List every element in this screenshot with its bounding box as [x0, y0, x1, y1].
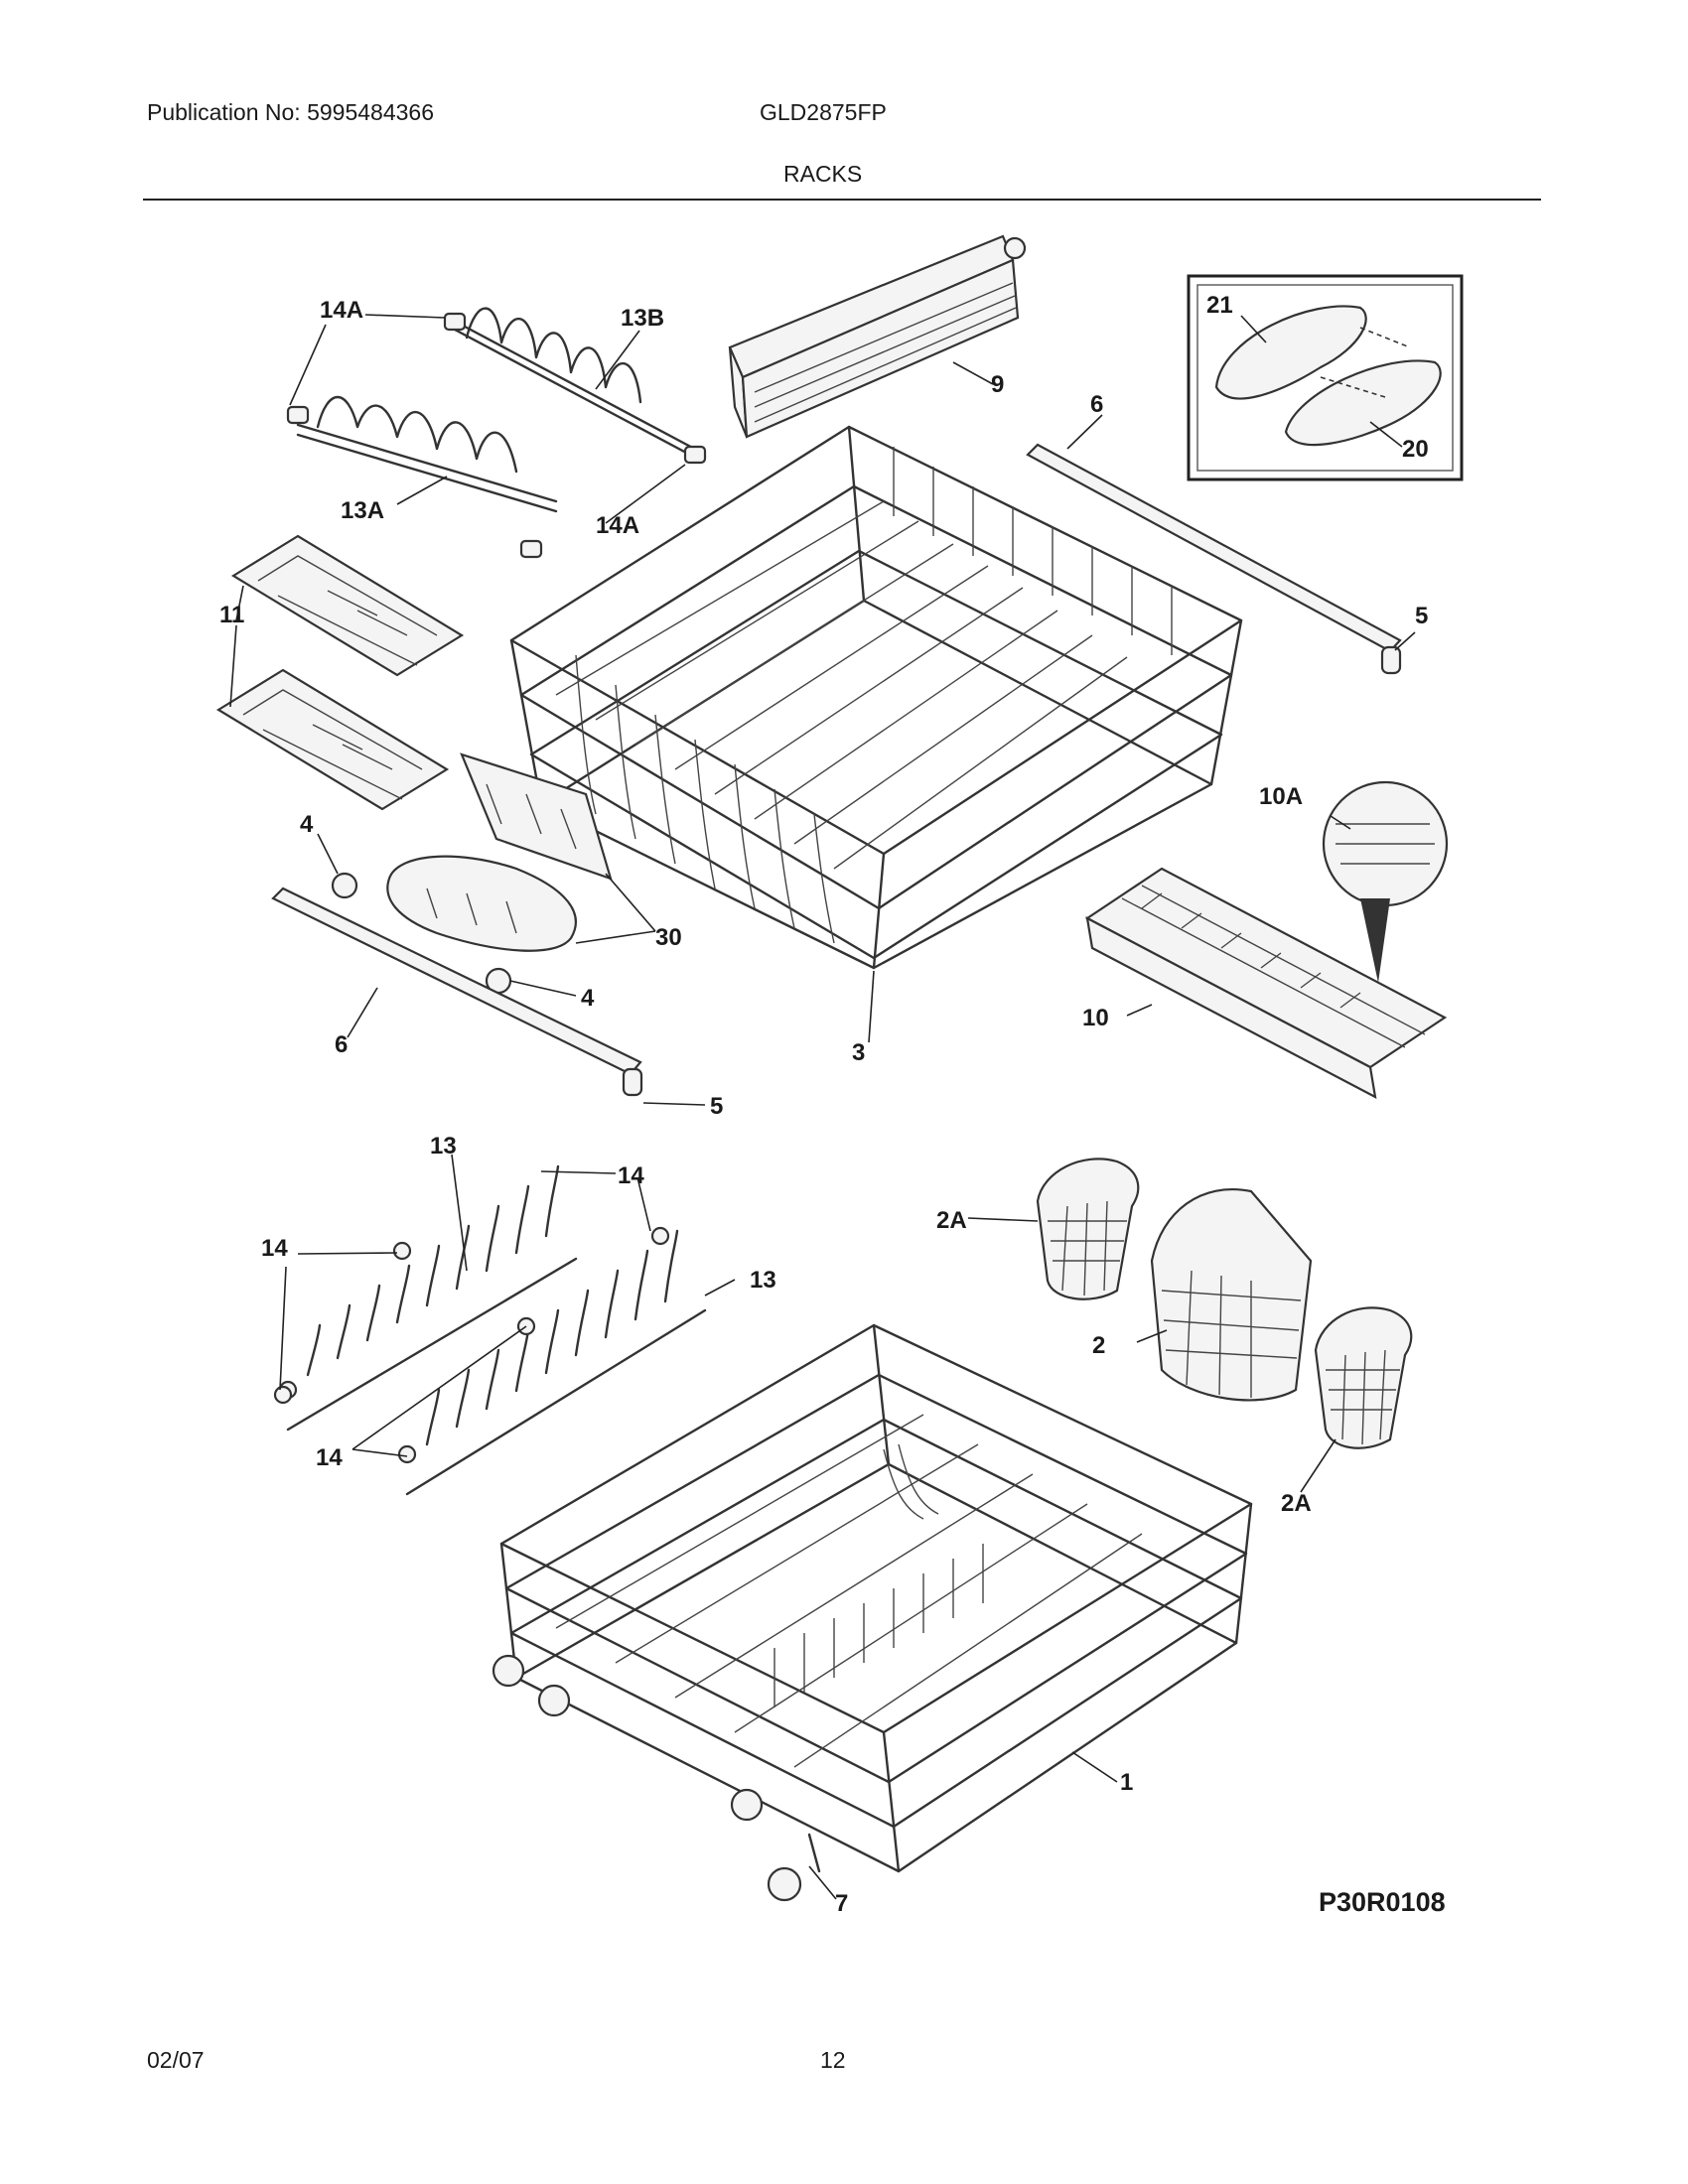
upper-dish-rack	[509, 425, 1243, 970]
tine-clip	[286, 405, 310, 425]
callout-label: 4	[581, 985, 595, 1012]
header-rule	[143, 199, 1541, 201]
callout-label: 11	[219, 602, 244, 628]
lower-dish-rack	[499, 1323, 1253, 1873]
callout-label: 5	[1415, 603, 1428, 629]
footer-date: 02/07	[147, 2047, 205, 2073]
publication-number: Publication No: 5995484366	[147, 99, 435, 125]
callout-label: 13	[430, 1133, 457, 1160]
silverware-basket-small-right	[1314, 1306, 1413, 1449]
lower-rack-wheels	[492, 1654, 821, 1902]
rack-rail-right	[1026, 443, 1402, 675]
rack-bracket-assembly	[386, 752, 613, 952]
callout-label: 6	[335, 1031, 348, 1058]
callout-label: 14	[316, 1444, 343, 1471]
callout-label: 5	[710, 1093, 723, 1120]
silverware-basket-large	[1150, 1188, 1313, 1402]
callout-label: 20	[1402, 436, 1429, 463]
tine-clip	[273, 1385, 293, 1405]
page-number: 12	[820, 2047, 846, 2073]
callout-labels: 14A 13B 9 6 21 20 13A 14A 5 11 10A 4 30 …	[219, 292, 1429, 1917]
rack-wheel	[331, 872, 358, 899]
tine-clip	[392, 1241, 412, 1261]
silverware-basket-small-left	[1036, 1158, 1140, 1300]
callout-label: 21	[1206, 292, 1233, 319]
tine-clip	[397, 1444, 417, 1464]
callout-label: 13B	[621, 305, 664, 332]
callout-leader-lines	[229, 314, 1416, 1900]
callout-label: 6	[1090, 391, 1103, 418]
callout-label: 7	[835, 1890, 848, 1917]
tine-clip	[650, 1226, 670, 1246]
cup-shelves	[215, 534, 465, 811]
callout-label: 30	[655, 924, 682, 951]
callout-label: 14A	[320, 297, 363, 324]
callout-label: 2A	[1281, 1490, 1312, 1517]
tine-clip	[443, 312, 467, 332]
callout-label: 10A	[1259, 783, 1303, 810]
callout-label: 2	[1092, 1332, 1105, 1359]
callout-label: 10	[1082, 1005, 1109, 1031]
model-number: GLD2875FP	[760, 99, 887, 125]
silverware-holder	[1084, 780, 1449, 1100]
rack-rail-left	[271, 887, 643, 1097]
section-title: RACKS	[783, 161, 863, 187]
callout-label: 4	[300, 811, 314, 838]
tine-clip	[519, 539, 543, 559]
callout-label: 14	[618, 1162, 644, 1189]
callout-label: 13A	[341, 497, 384, 524]
callout-label: 9	[991, 371, 1004, 398]
tine-clip	[683, 445, 707, 465]
diagram-code: P30R0108	[1319, 1887, 1446, 1917]
callout-label: 13	[750, 1267, 776, 1294]
callout-label: 14	[261, 1235, 288, 1262]
callout-label: 14A	[596, 512, 639, 539]
upper-rack-tines	[286, 307, 707, 559]
callout-label: 3	[852, 1039, 865, 1066]
inset-detail-box	[1187, 274, 1464, 481]
callout-label: 1	[1120, 1769, 1133, 1796]
cutlery-basket-upper	[728, 234, 1027, 439]
callout-label: 2A	[936, 1207, 967, 1234]
